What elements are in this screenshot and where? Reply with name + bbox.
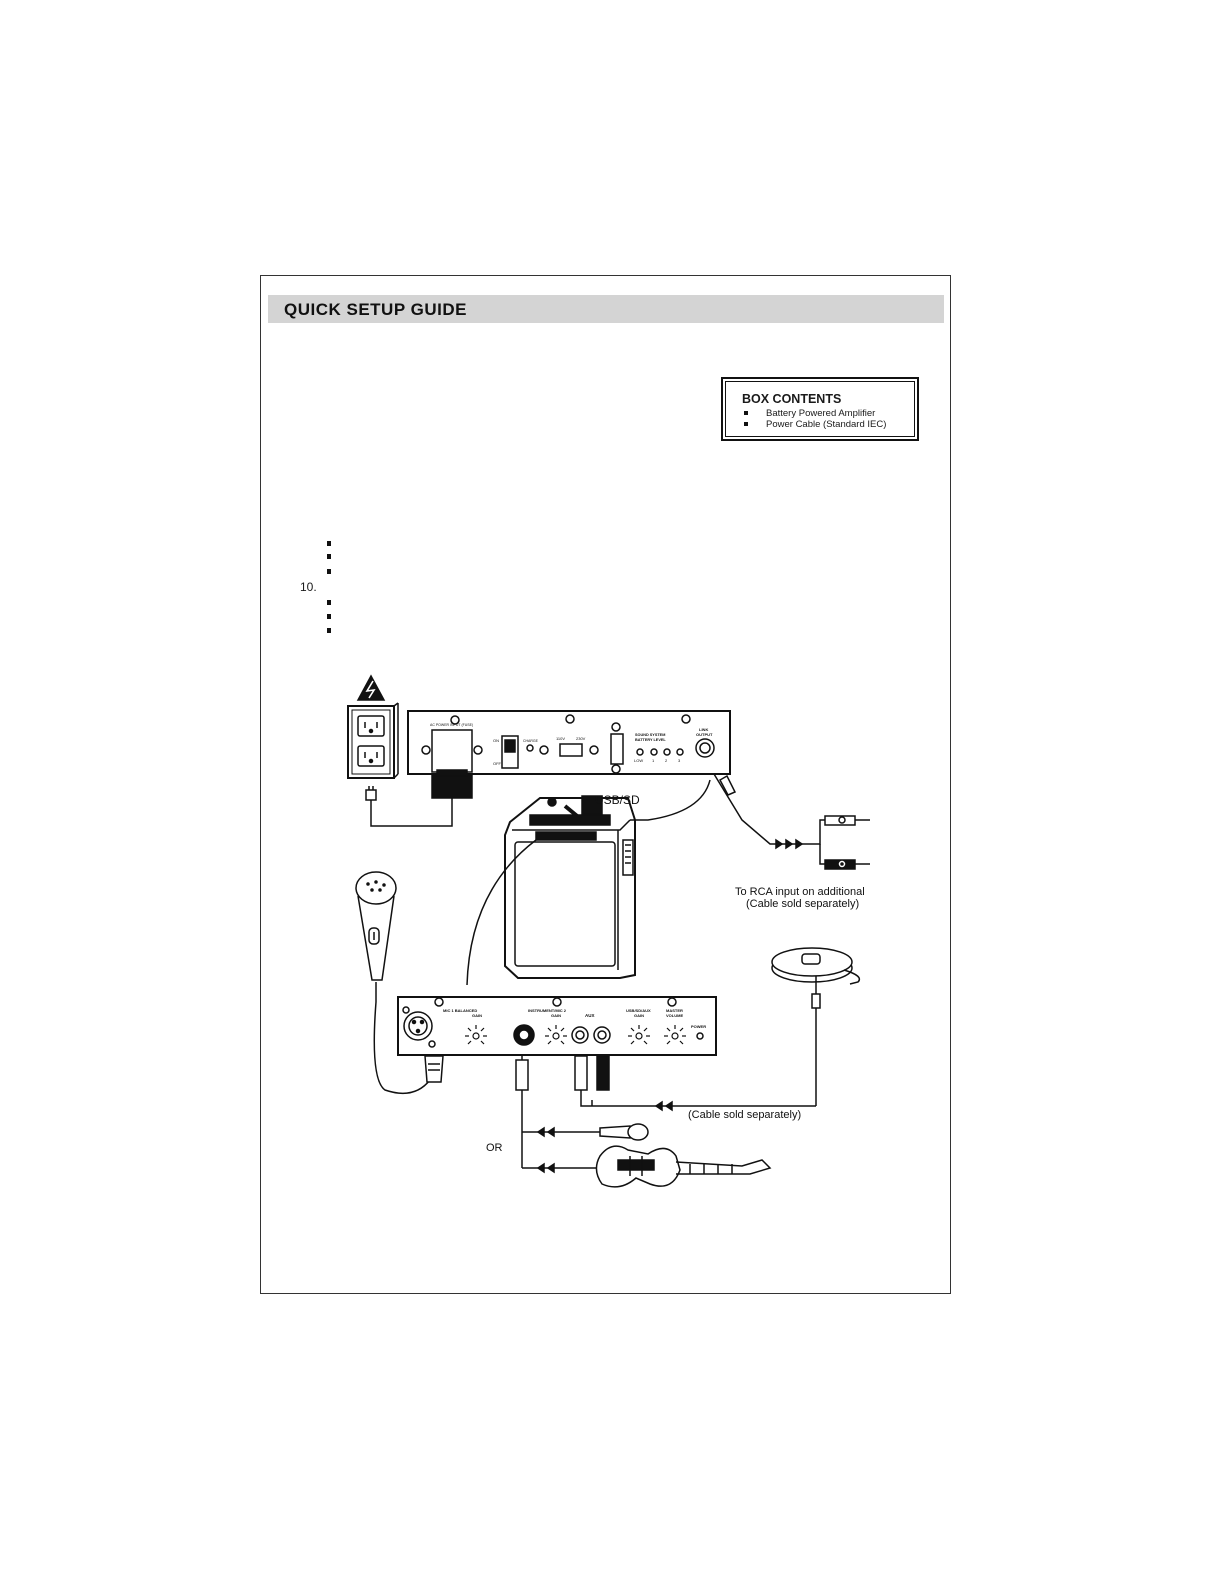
step-bullet xyxy=(327,600,331,605)
master-label-1: MASTER xyxy=(666,1008,683,1013)
or-label: OR xyxy=(486,1142,503,1154)
instrument-gain-label-2: GAIN xyxy=(551,1013,561,1018)
link-label-1: LINK xyxy=(699,727,708,732)
electric-warning-icon xyxy=(356,674,386,701)
mic1-gain-label-2: GAIN xyxy=(472,1013,482,1018)
step-bullet xyxy=(327,554,331,559)
master-label-2: VOLUME xyxy=(666,1013,683,1018)
usb-cable xyxy=(630,779,711,821)
on-label: ON xyxy=(493,738,499,743)
cd-player-icon xyxy=(771,947,861,1106)
box-item-power-cable: Power Cable (Standard IEC) xyxy=(742,419,914,430)
aux-cable-note: (Cable sold separately) xyxy=(688,1109,801,1121)
step-number-10: 10. xyxy=(300,580,317,594)
battery-level-3: 3 xyxy=(678,758,681,763)
usb-gain-label-1: USB/SD/AUX xyxy=(626,1008,651,1013)
page-title: QUICK SETUP GUIDE xyxy=(284,300,467,319)
electric-guitar-icon xyxy=(595,1145,772,1188)
step-bullet xyxy=(327,541,331,546)
gain-knob-mic1 xyxy=(465,1025,487,1045)
amplifier-unit xyxy=(504,795,636,979)
charge-label: CHARGE xyxy=(523,739,539,743)
battery-level-1: 1 xyxy=(652,758,655,763)
usb-gain-label-2: GAIN xyxy=(634,1013,644,1018)
ac-input-label: AC POWER INPUT (FUSE) xyxy=(430,723,473,727)
mic1-gain-label-1: MIC 1 BALANCED xyxy=(443,1008,477,1013)
handheld-microphone-icon xyxy=(355,871,435,1095)
rca-cable xyxy=(713,773,870,870)
battery-low-label: LOW xyxy=(634,758,643,763)
gain-knob-instrument xyxy=(545,1025,567,1045)
battery-level-2: 2 xyxy=(665,758,668,763)
back-panel xyxy=(407,710,731,799)
connection-diagram: USB/SD To RCA input on additional (Cable… xyxy=(347,674,870,1188)
link-label-2: OUTPUT xyxy=(696,732,713,737)
v110-label: 110V xyxy=(556,736,565,741)
rca-note-line2: (Cable sold separately) xyxy=(746,898,859,910)
off-label: OFF xyxy=(493,761,502,766)
wall-outlet-icon xyxy=(347,702,399,779)
instrument-gain-label-1: INSTRUMENT/MIC 2 xyxy=(528,1008,567,1013)
gain-knob-usb xyxy=(628,1025,650,1045)
dynamic-microphone-icon xyxy=(599,1123,649,1141)
battery-title-1: SOUND SYSTEM xyxy=(635,733,665,737)
power-label: POWER xyxy=(691,1024,706,1029)
power-plug-icon xyxy=(365,782,453,827)
page-frame xyxy=(260,275,951,1294)
aux-label: AUX xyxy=(585,1013,595,1018)
step-bullet xyxy=(327,628,331,633)
battery-title-2: BATTERY LEVEL xyxy=(635,738,666,742)
box-item-amplifier: Battery Powered Amplifier xyxy=(742,408,914,419)
section-header: QUICK SETUP GUIDE xyxy=(268,295,944,323)
rca-note-line1: To RCA input on additional xyxy=(735,886,865,898)
step-bullet xyxy=(327,614,331,619)
usb-sd-label: USB/SD xyxy=(595,793,640,807)
master-volume-knob xyxy=(664,1025,686,1045)
box-contents-title: BOX CONTENTS xyxy=(742,392,842,406)
v230-label: 230V xyxy=(576,736,586,741)
box-contents-inner: BOX CONTENTS Battery Powered Amplifier P… xyxy=(725,381,915,437)
amp-to-panel-cable xyxy=(466,839,537,986)
step-bullet xyxy=(327,569,331,574)
front-panel xyxy=(397,996,816,1168)
box-contents-panel: BOX CONTENTS Battery Powered Amplifier P… xyxy=(721,377,919,441)
